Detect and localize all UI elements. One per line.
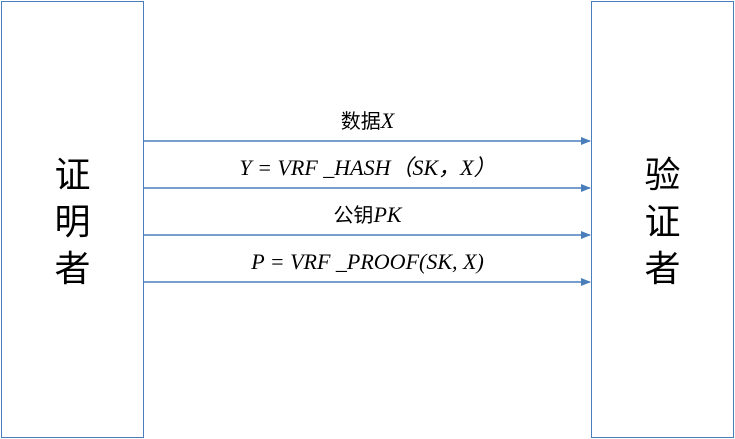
message-public-key-math: PK: [373, 202, 402, 227]
message-data-x: 数据X: [144, 108, 591, 134]
message-public-key: 公钥PK: [144, 202, 591, 228]
message-data-x-math: X: [380, 108, 395, 133]
message-public-key-cn: 公钥: [333, 203, 374, 227]
prover-char-3: 者: [54, 249, 91, 290]
prover-box: 证 明 者: [1, 1, 144, 438]
verifier-char-2: 证: [644, 202, 681, 243]
prover-char-1: 证: [54, 155, 91, 196]
message-data-x-cn: 数据: [340, 109, 381, 133]
verifier-box: 验 证 者: [591, 1, 734, 438]
message-vrf-hash-math: Y = VRF _HASH（SK，X）: [239, 155, 496, 180]
verifier-label: 验 证 者: [592, 152, 733, 293]
message-vrf-hash: Y = VRF _HASH（SK，X）: [144, 155, 591, 181]
prover-label: 证 明 者: [2, 152, 143, 293]
prover-char-2: 明: [54, 202, 91, 243]
message-vrf-proof-math: P = VRF _PROOF(SK, X): [251, 249, 484, 274]
message-vrf-proof: P = VRF _PROOF(SK, X): [144, 249, 591, 275]
verifier-char-3: 者: [644, 249, 681, 290]
verifier-char-1: 验: [644, 155, 681, 196]
